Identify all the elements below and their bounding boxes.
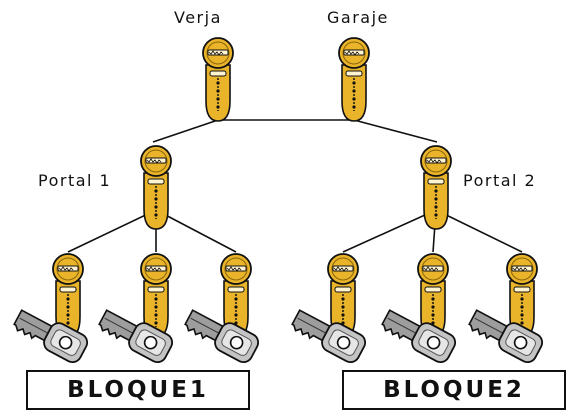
bloque2-box: BLOQUE2 xyxy=(342,370,566,410)
portal2-label: Portal 2 xyxy=(463,171,537,190)
garaje-cylinder-icon xyxy=(338,37,370,122)
key-icon xyxy=(287,303,370,367)
bloque1-box: BLOQUE1 xyxy=(26,370,250,410)
portal1-cylinder-icon xyxy=(140,145,172,230)
portal1-label: Portal 1 xyxy=(38,171,112,190)
garaje-label: Garaje xyxy=(327,8,389,27)
portal2-cylinder-icon xyxy=(420,145,452,230)
key-icon xyxy=(377,303,460,367)
verja-label: Verja xyxy=(174,8,222,27)
key-icon xyxy=(180,303,263,367)
connection-lines xyxy=(67,110,523,253)
verja-cylinder-icon xyxy=(202,37,234,122)
